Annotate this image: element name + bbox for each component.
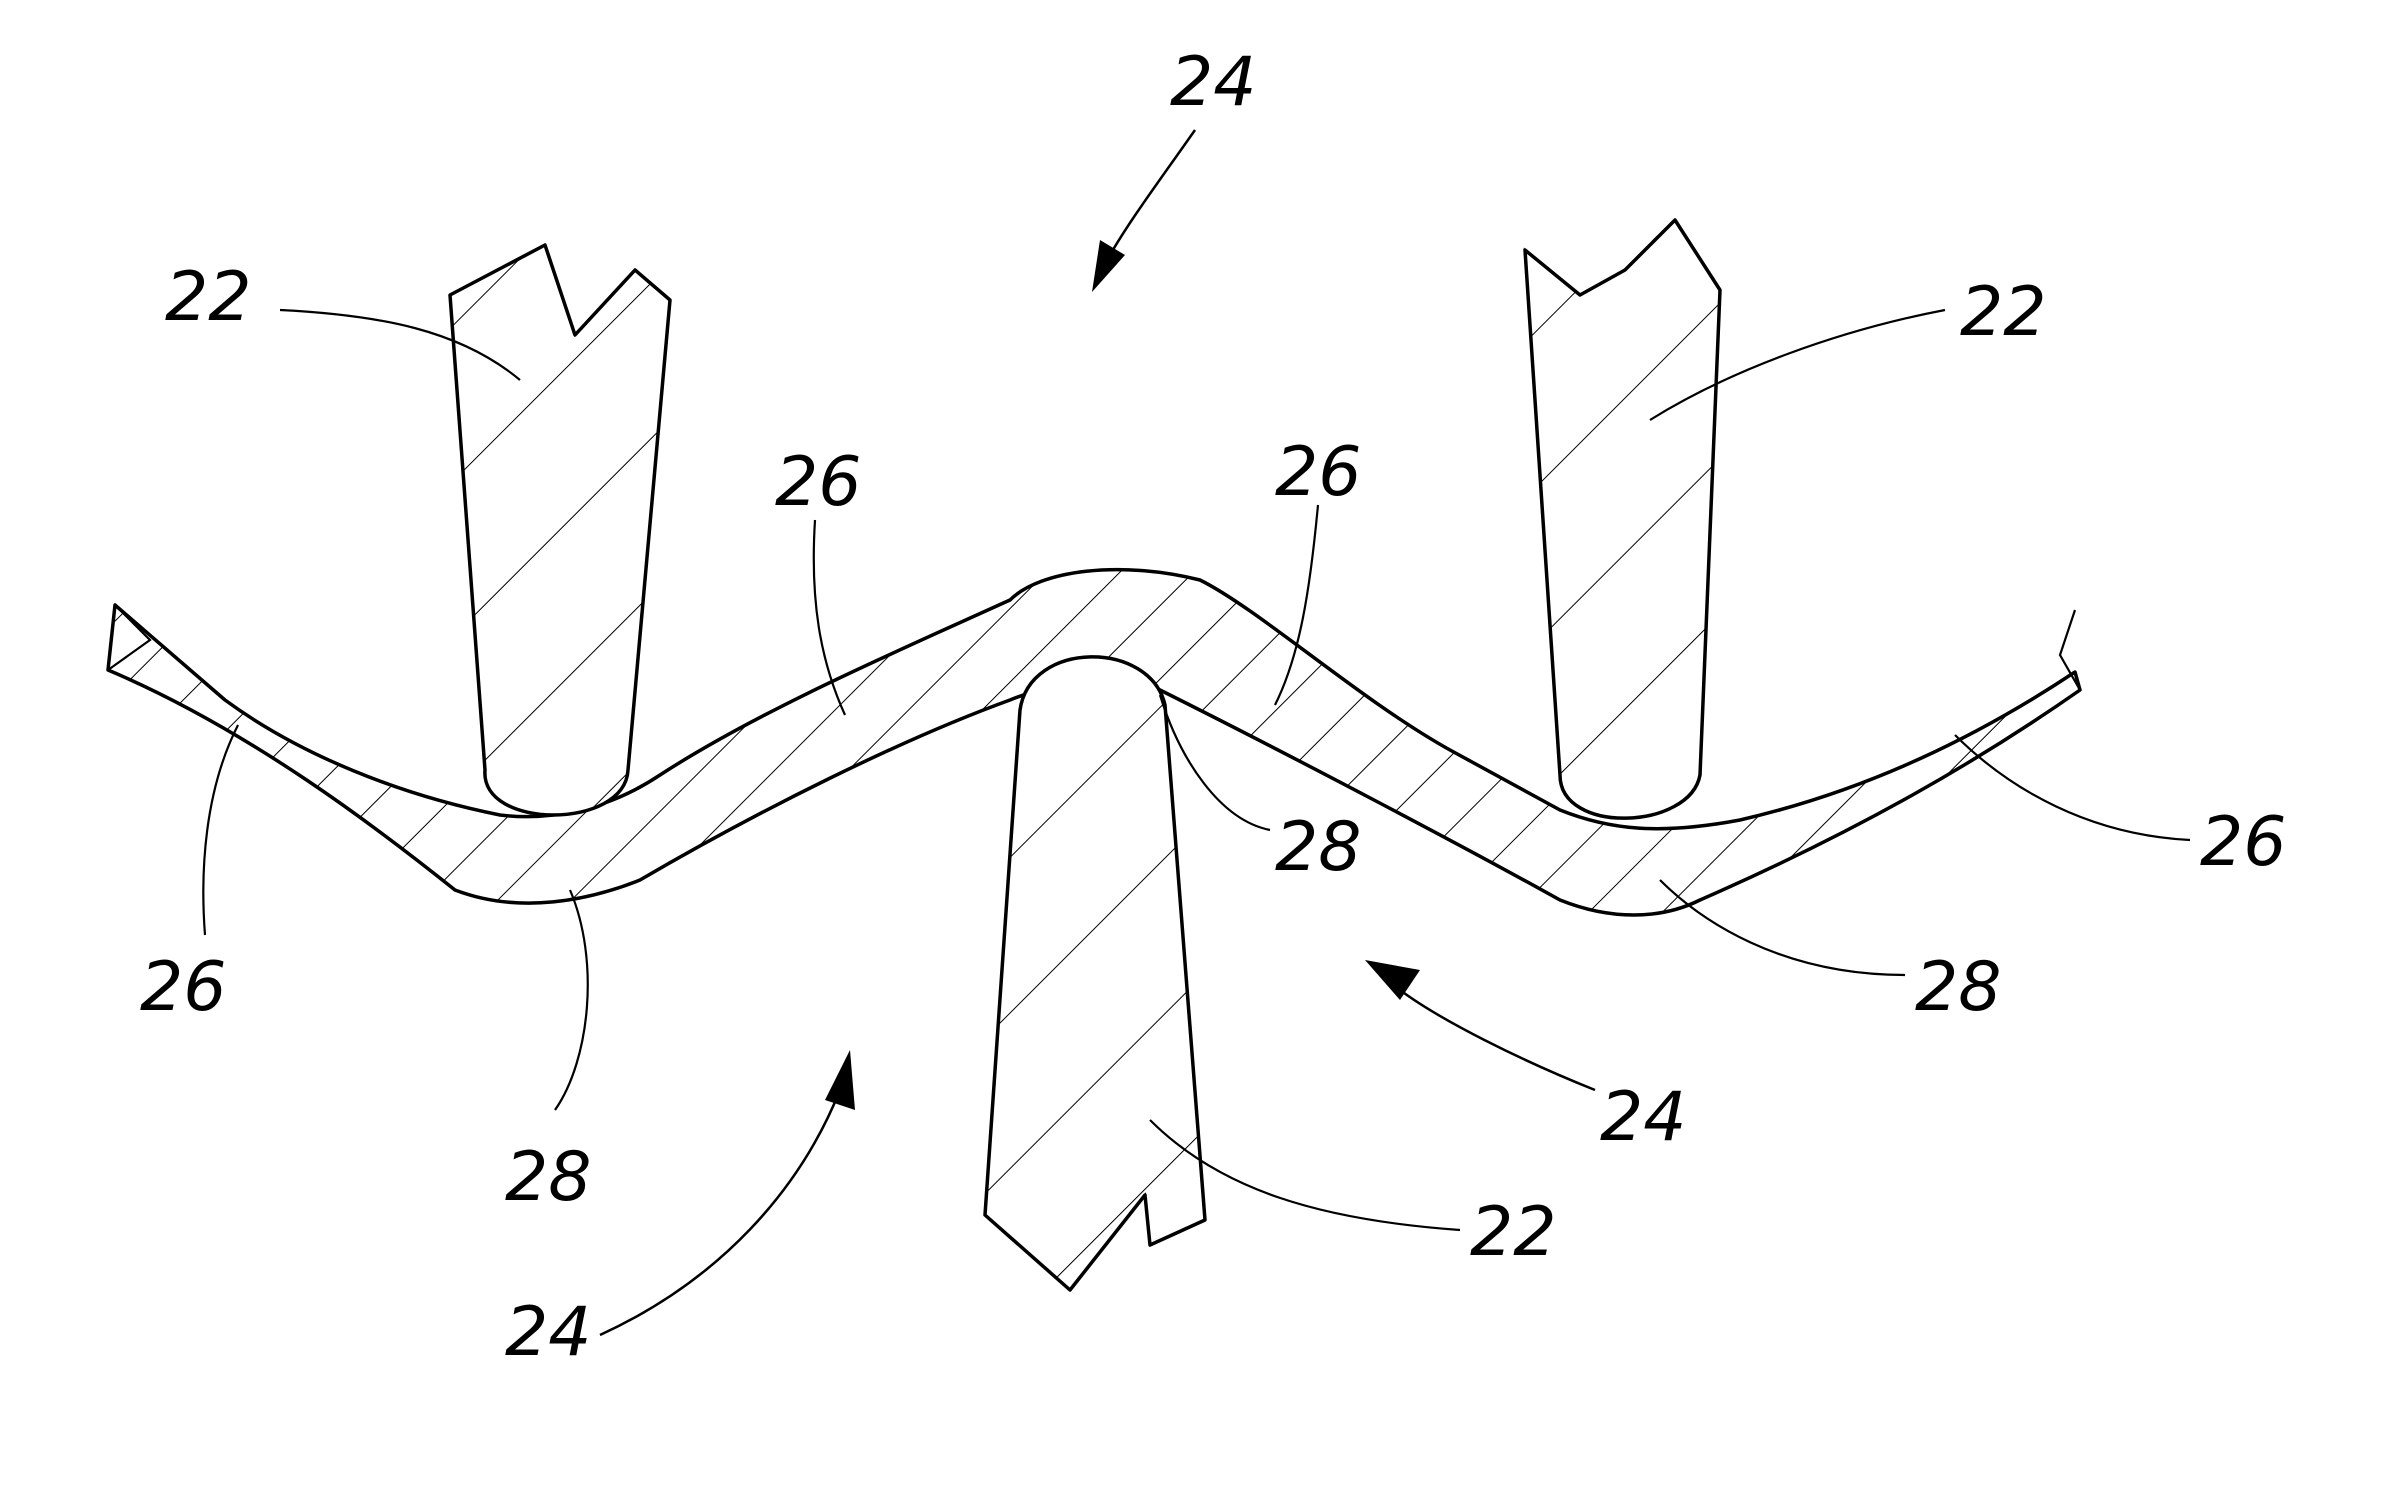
label-28-center: 28 <box>1275 808 1362 887</box>
leader-26-far-left <box>203 725 238 935</box>
arrow-bottom-left-head <box>825 1050 855 1110</box>
tooth-top-left <box>450 245 670 815</box>
label-24-bottom-right: 24 <box>1600 1078 1687 1157</box>
label-26-far-left: 26 <box>140 948 227 1027</box>
arrow-bottom-left <box>600 1090 840 1335</box>
label-24-top: 24 <box>1170 43 1257 122</box>
label-26-center-right: 26 <box>1275 433 1362 512</box>
arrow-top-head <box>1092 240 1125 292</box>
arrow-bottom-right <box>1400 990 1595 1090</box>
label-22-bottom: 22 <box>1470 1193 1557 1272</box>
label-22-top-right: 22 <box>1960 273 2047 352</box>
tooth-bottom-center <box>985 657 1205 1290</box>
label-26-center-left: 26 <box>775 443 862 522</box>
label-22-top-left: 22 <box>165 258 252 337</box>
label-28-left: 28 <box>505 1138 592 1217</box>
label-24-bottom-left: 24 <box>505 1293 592 1372</box>
leader-28-left <box>555 890 588 1110</box>
tooth-top-right-hatch <box>1525 220 1720 818</box>
tooth-top-right <box>1525 220 1720 818</box>
arrow-bottom-right-head <box>1365 960 1420 1000</box>
label-28-right: 28 <box>1915 948 2002 1027</box>
arrow-top <box>1110 130 1195 255</box>
label-26-far-right: 26 <box>2200 803 2287 882</box>
